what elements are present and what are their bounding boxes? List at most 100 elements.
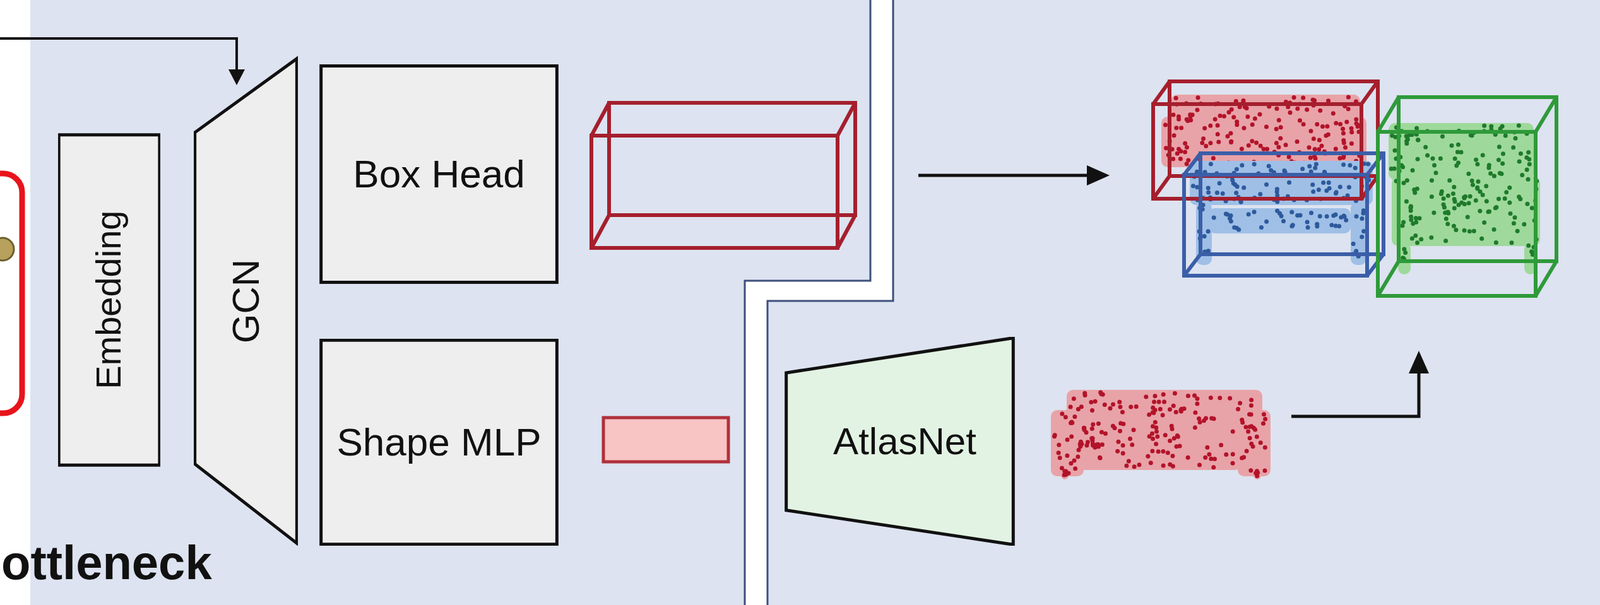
cloud-point bbox=[1331, 111, 1336, 116]
point-clouds bbox=[1050, 94, 1541, 480]
cloud-surface bbox=[1076, 431, 1242, 471]
cloud-point bbox=[1208, 395, 1214, 401]
cloud-point bbox=[1075, 455, 1080, 460]
cloud-point bbox=[1415, 157, 1421, 162]
cloud-point bbox=[1413, 233, 1418, 238]
cloud-point bbox=[1102, 402, 1108, 408]
cloud-point bbox=[1071, 396, 1077, 401]
cloud-point bbox=[1153, 420, 1158, 425]
box-edge bbox=[1184, 153, 1201, 175]
cloud-point bbox=[1117, 405, 1123, 410]
cloud-point bbox=[1487, 209, 1492, 214]
cloud-point bbox=[1361, 208, 1366, 213]
cloud-point bbox=[1324, 213, 1330, 219]
cloud-point bbox=[1237, 400, 1243, 406]
cloud-point bbox=[1401, 180, 1406, 185]
cloud-point bbox=[1493, 240, 1499, 245]
cloud-point bbox=[1329, 222, 1334, 228]
cloud-point bbox=[1234, 122, 1239, 127]
cloud-point bbox=[1076, 448, 1082, 453]
cloud-point bbox=[1059, 412, 1065, 417]
cloud-point bbox=[1171, 112, 1176, 117]
arrow-line bbox=[918, 174, 1089, 178]
box-edge bbox=[1361, 176, 1378, 199]
cloud-point bbox=[1428, 235, 1434, 240]
box-back bbox=[1200, 153, 1384, 255]
cloud-point bbox=[1204, 445, 1210, 451]
cloud-point bbox=[1338, 215, 1344, 220]
cloud-point bbox=[1471, 229, 1477, 234]
cloud-point bbox=[1220, 191, 1226, 196]
cloud-point bbox=[1278, 136, 1283, 141]
cloud-point bbox=[1233, 190, 1239, 196]
cloud-point bbox=[1399, 223, 1405, 228]
cloud-point bbox=[1431, 210, 1436, 216]
cloud-point bbox=[1209, 415, 1214, 421]
cloud-point bbox=[1324, 124, 1330, 129]
cloud-point bbox=[1497, 144, 1502, 149]
cloud-point bbox=[1206, 185, 1211, 190]
cloud-point bbox=[1149, 448, 1155, 454]
cloud-point bbox=[1214, 190, 1220, 196]
cloud-point bbox=[1252, 427, 1258, 433]
box-front bbox=[1184, 174, 1368, 276]
cloud-point bbox=[1526, 157, 1532, 162]
cloud-point bbox=[1274, 186, 1280, 192]
cloud-point bbox=[1160, 412, 1166, 418]
cloud-point bbox=[1182, 141, 1188, 146]
cloud-surface bbox=[1170, 94, 1361, 139]
cloud-point bbox=[1281, 168, 1287, 173]
box-edge bbox=[837, 215, 856, 249]
cloud-point bbox=[1167, 407, 1173, 412]
panel-ground bbox=[30, 0, 1600, 605]
cloud-point bbox=[1262, 417, 1268, 422]
cloud-point bbox=[1298, 213, 1303, 218]
cloud-point bbox=[1314, 121, 1320, 127]
cloud-point bbox=[1084, 430, 1089, 435]
cloud-point bbox=[1527, 162, 1532, 167]
cloud-point bbox=[1230, 451, 1236, 457]
cloud-point bbox=[1493, 205, 1499, 210]
cloud-point bbox=[1221, 114, 1227, 119]
cloud-point bbox=[1484, 198, 1489, 204]
cloud-point bbox=[1089, 436, 1094, 441]
cloud-point bbox=[1278, 124, 1284, 130]
cloud-point bbox=[1264, 219, 1269, 225]
cloud-point bbox=[1096, 421, 1101, 427]
cloud-point bbox=[1309, 210, 1314, 216]
cloud-point bbox=[1154, 429, 1159, 434]
cloud-point bbox=[1519, 172, 1525, 178]
cloud-point bbox=[1481, 123, 1487, 129]
cloud-point bbox=[1344, 119, 1349, 125]
cloud-point bbox=[1246, 212, 1251, 217]
wireframe-boxes bbox=[591, 81, 1557, 297]
cloud-point bbox=[1064, 453, 1070, 459]
cloud-point bbox=[1326, 180, 1332, 185]
cloud-point bbox=[1150, 436, 1156, 442]
cloud-point bbox=[1486, 165, 1491, 170]
cloud-point bbox=[1118, 421, 1123, 427]
cloud-point bbox=[1171, 403, 1176, 409]
process-box: Shape MLP bbox=[319, 338, 559, 546]
cloud-point bbox=[1444, 216, 1449, 221]
cloud-point bbox=[1281, 219, 1286, 224]
cloud-point bbox=[1410, 221, 1416, 226]
cloud-point bbox=[1153, 441, 1159, 447]
outline bbox=[321, 340, 558, 545]
cloud-point bbox=[1496, 157, 1501, 163]
cloud-point bbox=[1473, 198, 1479, 203]
cloud-point bbox=[1507, 185, 1512, 190]
cloud-point bbox=[1110, 424, 1116, 429]
cloud-point bbox=[1333, 146, 1339, 151]
cloud-point bbox=[1150, 405, 1156, 411]
cloud-point bbox=[1072, 414, 1077, 420]
cloud-point bbox=[1283, 142, 1289, 148]
box-back bbox=[1398, 97, 1557, 262]
cloud-point bbox=[1295, 106, 1300, 112]
cloud-point bbox=[1072, 458, 1077, 463]
cloud-point bbox=[1351, 241, 1356, 247]
cloud-surface bbox=[1237, 410, 1271, 477]
box-back bbox=[609, 102, 856, 216]
cloud-point bbox=[1100, 442, 1105, 447]
cloud-point bbox=[1153, 425, 1159, 430]
